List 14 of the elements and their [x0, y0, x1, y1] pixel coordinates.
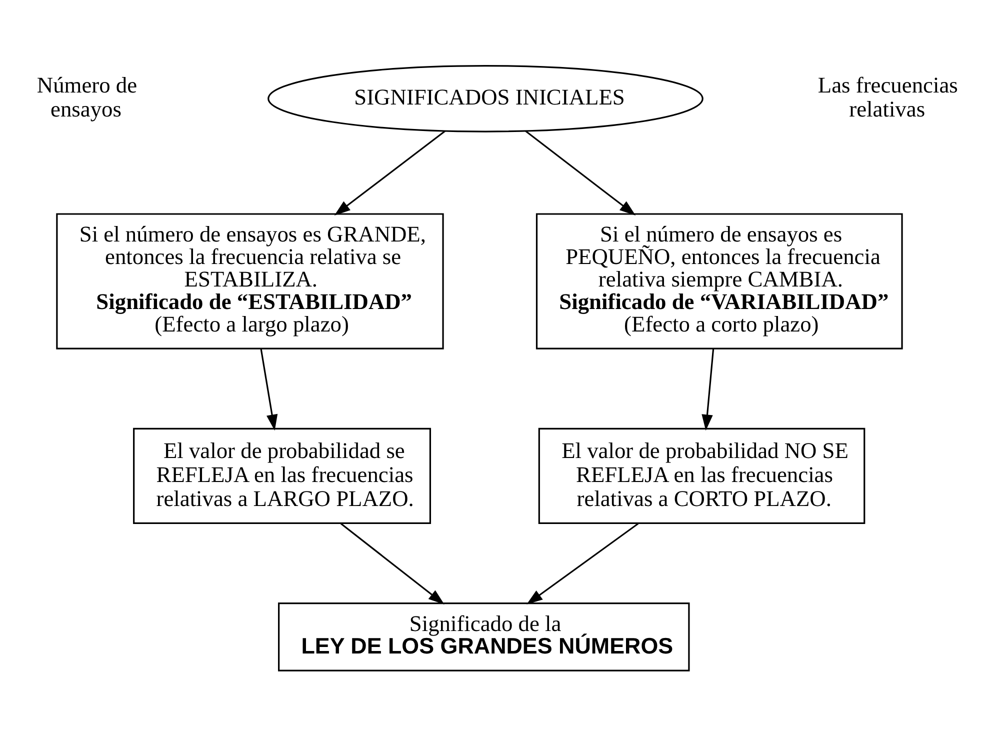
node-box: El valor de probabilidad se REFLEJA en las frecuencias relativas a LARGO PLAZO. — [133, 427, 432, 524]
node-box: Si el número de ensayos es GRANDE, entonces la frecuencia relativa se ESTABILIZA. Significado de “ESTABILIDAD” (Efecto a largo plazo) — [56, 212, 444, 349]
arrow — [526, 522, 639, 604]
node-box: El valor de probabilidad NO SE REFLEJA en las frecuencias relativas a CORTO PLAZO. — [538, 427, 866, 524]
arrow — [260, 348, 278, 430]
label: Las frecuencias relativas — [818, 72, 958, 122]
node-box: Si el número de ensayos es PEQUEÑO, entonces la frecuencia relativa siempre CAMBIA. Significado de “VARIABILIDAD” (Efecto a corto plazo) — [536, 212, 903, 349]
node-box: Significado de la LEY DE LOS GRANDES NÚMEROS — [278, 602, 690, 671]
arrow — [334, 130, 446, 215]
node-ellipse: SIGNIFICADOS INICIALES — [268, 64, 704, 132]
label: Número de ensayos — [36, 72, 138, 122]
arrow — [525, 130, 636, 215]
arrow — [340, 522, 444, 604]
arrow — [702, 348, 714, 430]
